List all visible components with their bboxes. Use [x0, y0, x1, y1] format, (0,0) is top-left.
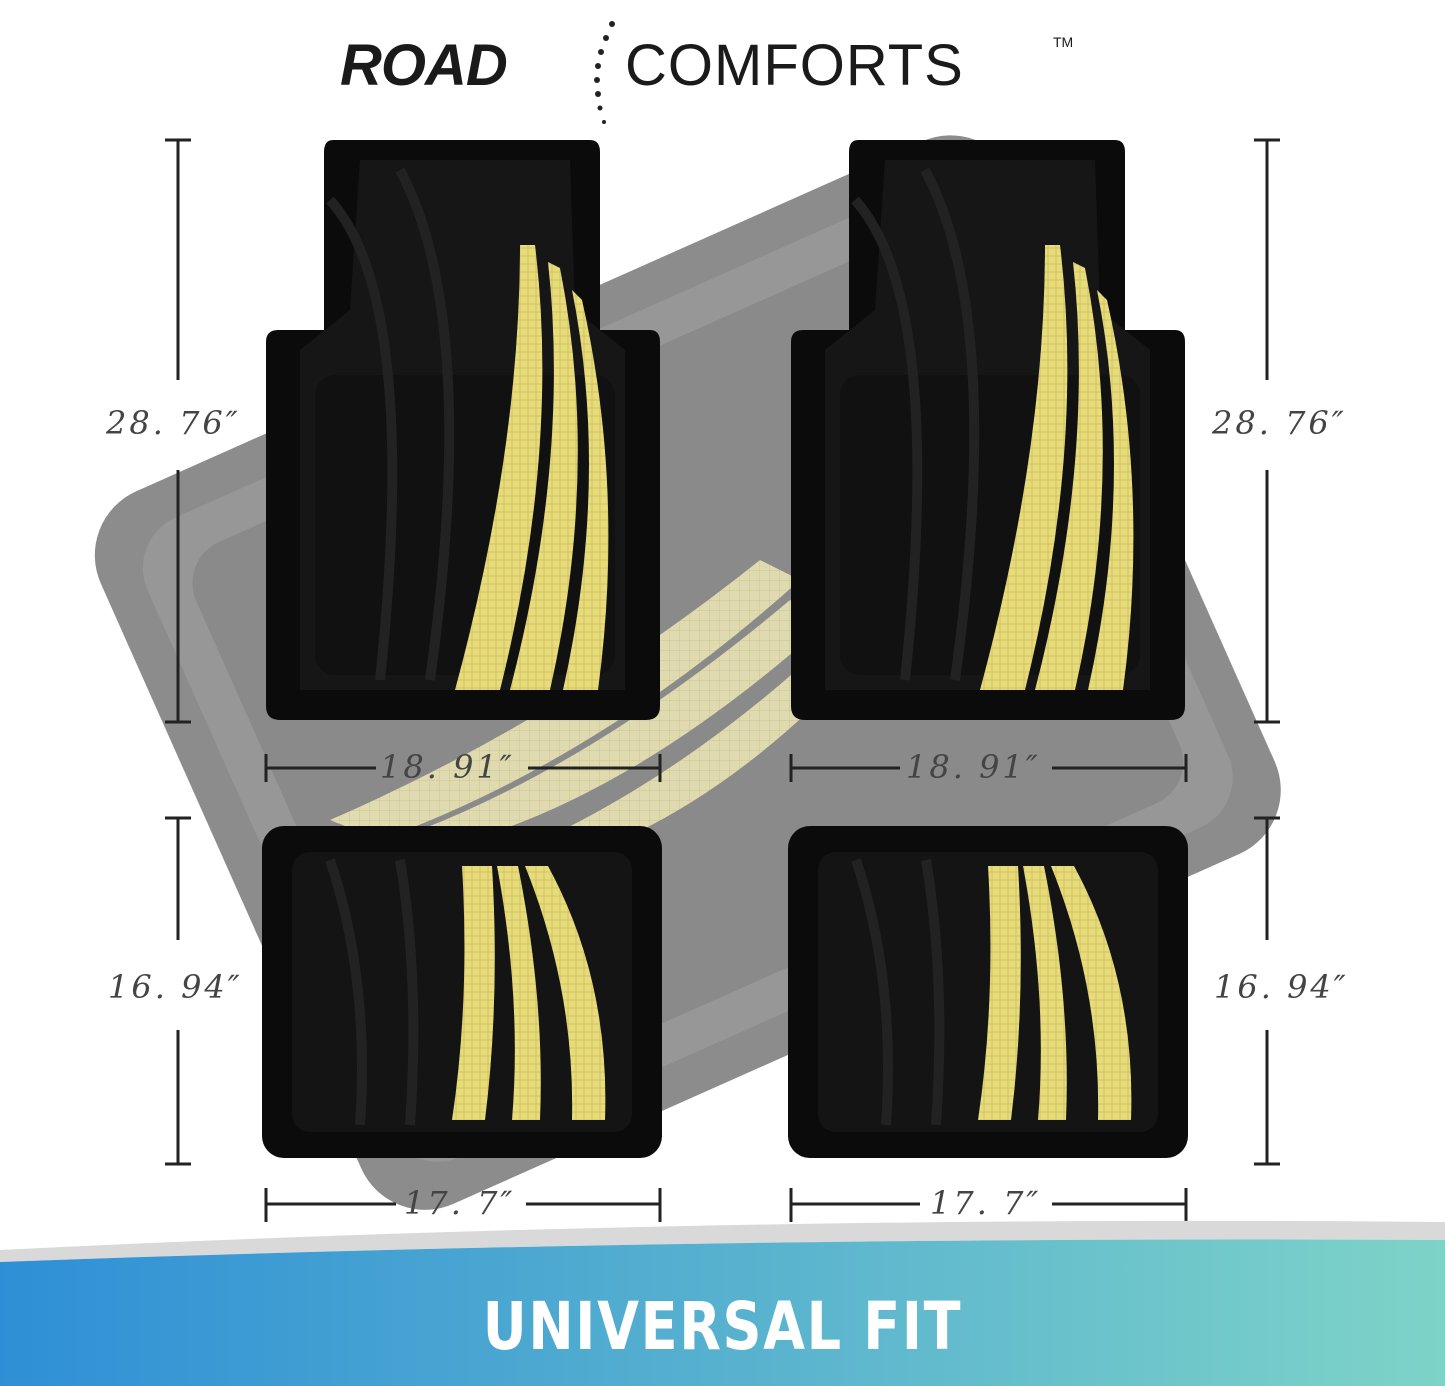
- dimension-lines: [165, 138, 1280, 1222]
- rear-right-width-label: 17. 7″: [930, 1184, 1042, 1222]
- banner-background: [0, 1239, 1445, 1386]
- trademark-symbol: TM: [1053, 34, 1074, 50]
- banner-title: UNIVERSAL FIT: [482, 1288, 963, 1365]
- rear-left-width-label: 17. 7″: [404, 1184, 516, 1222]
- front-right-mat: [791, 140, 1185, 720]
- logo-dots-icon: [594, 21, 615, 124]
- front-right-height-label: 28. 76″: [1212, 404, 1347, 442]
- brand-name-bold: ROAD: [340, 33, 508, 98]
- brand-logo: ROAD COMFORTS TM: [340, 18, 1080, 128]
- rear-left-height-label: 16. 94″: [108, 968, 243, 1006]
- rear-left-mat: [262, 826, 662, 1158]
- rear-right-mat: [788, 826, 1188, 1158]
- banner-highlight: [0, 1220, 1445, 1262]
- front-left-height-label: 28. 76″: [106, 404, 241, 442]
- rear-right-height-label: 16. 94″: [1214, 968, 1349, 1006]
- brand-name-light: COMFORTS: [625, 33, 964, 98]
- front-left-mat: [266, 140, 660, 720]
- front-right-width-label: 18. 91″: [906, 748, 1041, 786]
- front-left-width-label: 18. 91″: [380, 748, 515, 786]
